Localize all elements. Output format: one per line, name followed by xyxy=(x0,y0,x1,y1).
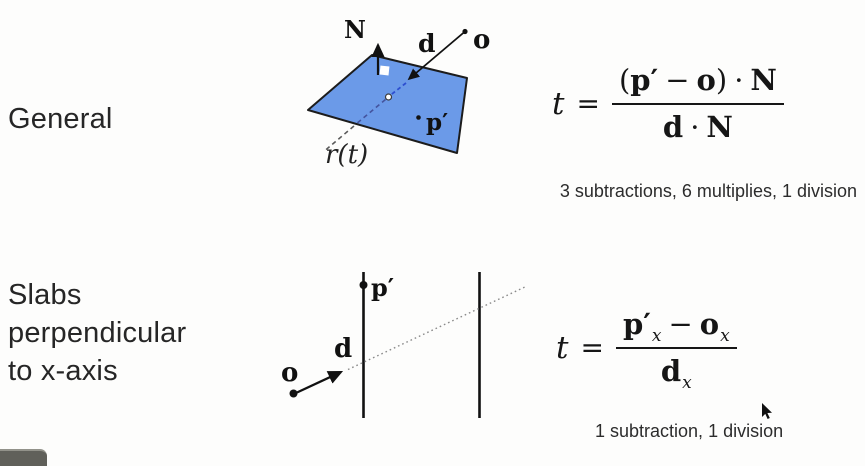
cost-caption-slab: 1 subtraction, 1 division xyxy=(595,421,784,441)
dot-product-sign: · xyxy=(734,63,744,97)
direction-label: d xyxy=(334,334,352,364)
equals-sign: = xyxy=(576,87,600,121)
paren-close: ) xyxy=(715,63,728,97)
vector-N: N xyxy=(750,63,777,97)
vector-d: d xyxy=(660,354,682,389)
plane-point-label: p′ xyxy=(371,273,394,302)
dot-product-sign: · xyxy=(690,110,700,145)
formula-general-lhs: t xyxy=(552,85,565,122)
equals-sign: = xyxy=(580,331,604,365)
vector-d: d xyxy=(662,110,684,145)
formula-slab-denominator: dx xyxy=(660,349,692,393)
plane-point-dot xyxy=(359,281,368,289)
ray-direction-arrow xyxy=(296,370,344,394)
vector-p-prime: p′ xyxy=(630,63,659,97)
plane-intersection-diagram: N d o p′ r(t) xyxy=(307,15,490,170)
cost-caption-general: 3 subtractions, 6 multiplies, 1 division xyxy=(559,181,857,201)
intersection-point-dot xyxy=(384,93,393,101)
origin-label: o xyxy=(281,358,298,388)
normal-label: N xyxy=(344,15,366,44)
origin-label: o xyxy=(473,25,490,55)
formula-general-fraction: (p′−o)·N d·N xyxy=(611,62,784,146)
formula-slab: t = p′x−ox dx xyxy=(556,306,737,393)
vector-p-prime: p′ xyxy=(622,307,651,341)
plane-surface xyxy=(307,54,468,154)
subscript-x: x xyxy=(651,326,662,346)
ray-dashed-segment xyxy=(389,82,407,97)
right-angle-marker xyxy=(379,65,390,76)
slab-diagram: p′ o d xyxy=(281,272,527,418)
direction-label: d xyxy=(418,29,435,58)
ray-origin-dot xyxy=(462,28,468,35)
vector-N: N xyxy=(706,110,733,145)
minus-sign: − xyxy=(668,307,693,341)
ray-origin-dot xyxy=(289,389,298,398)
formula-general-numerator: (p′−o)·N xyxy=(611,62,784,106)
mouse-cursor xyxy=(762,403,772,419)
formula-general-denominator: d·N xyxy=(663,105,733,145)
formula-slab-fraction: p′x−ox dx xyxy=(615,306,737,393)
ray-direction-arrow xyxy=(407,30,466,81)
formula-general: t = (p′−o)·N d·N xyxy=(552,62,784,146)
plane-point-dot xyxy=(416,115,421,120)
ray-dashed-below-plane xyxy=(324,125,355,152)
ray-label: r(t) xyxy=(325,140,368,170)
ray-dotted-line xyxy=(347,285,527,371)
row-title-general: General xyxy=(8,103,113,135)
row-title-slabs: Slabs perpendicular to x-axis xyxy=(8,279,187,387)
vector-o: o xyxy=(699,307,720,341)
plane-point-label: p′ xyxy=(426,109,448,136)
subscript-x: x xyxy=(720,326,730,346)
subscript-x: x xyxy=(682,373,692,394)
video-overlay-corner-tab xyxy=(0,449,47,466)
paren-open: ( xyxy=(618,63,631,97)
formula-slab-numerator: p′x−ox xyxy=(615,306,737,350)
formula-slab-lhs: t xyxy=(556,329,569,366)
ray-dashed-on-plane xyxy=(354,98,387,126)
minus-sign: − xyxy=(665,63,690,97)
vector-o: o xyxy=(696,63,716,97)
